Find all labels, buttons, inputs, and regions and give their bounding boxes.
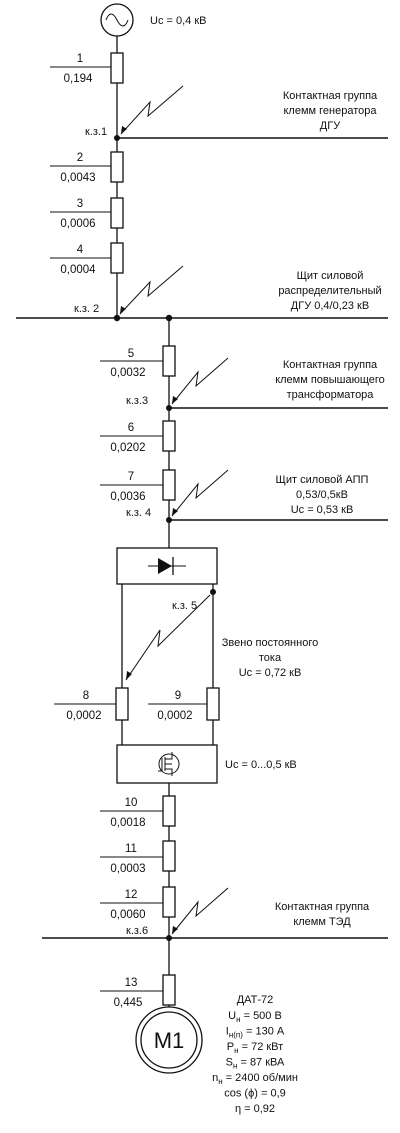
- resistor-1-value: 0,194: [64, 73, 93, 85]
- resistor-2-id: 2: [77, 152, 83, 164]
- resistor-7-id: 7: [128, 471, 134, 483]
- resistor-7: [162, 469, 176, 501]
- resistor-13-value: 0,445: [114, 997, 143, 1009]
- fault-arrow-kz1: [120, 85, 184, 135]
- resistor-2-value: 0,0043: [60, 172, 95, 184]
- fault-label-kz1: к.з.1: [85, 126, 107, 138]
- step-up-terminals-line-3: трансформатора: [287, 389, 375, 401]
- source-voltage-label: Uc = 0,4 кВ: [150, 15, 206, 27]
- resistor-11: [162, 840, 176, 872]
- step-up-terminals-line-2: клемм повышающего: [275, 374, 385, 386]
- fault-label-kz5: к.з. 5: [172, 600, 197, 612]
- panel-dgu-line-1: Щит силовой: [297, 270, 364, 282]
- motor-spec-line: Iн(п) = 130 А: [226, 1026, 285, 1040]
- inverter-block: [116, 744, 218, 784]
- resistor-4-value: 0,0004: [60, 264, 96, 276]
- resistor-4: [110, 242, 124, 274]
- fault-label-kz6: к.з.6: [126, 925, 148, 937]
- fault-label-kz4: к.з. 4: [126, 507, 151, 519]
- fault-arrow-kz5: [125, 594, 211, 681]
- resistor-9-id: 9: [175, 690, 181, 702]
- panel-app-line-1: Щит силовой АПП: [276, 474, 369, 486]
- motor-spec-line: Sн = 87 кВА: [226, 1057, 285, 1071]
- junction-kz3: [166, 405, 172, 411]
- resistor-13: [162, 974, 176, 1006]
- resistor-9: [206, 687, 220, 721]
- resistor-5-value: 0,0032: [110, 367, 145, 379]
- panel-dgu-line-3: ДГУ 0,4/0,23 кВ: [291, 300, 369, 312]
- resistor-10-id: 10: [125, 797, 138, 809]
- fault-label-kz2: к.з. 2: [74, 303, 99, 315]
- step-up-terminals-line-1: Контактная группа: [283, 359, 378, 371]
- junction-kz5: [210, 589, 216, 595]
- motor-specs: Uн = 500 В Iн(п) = 130 АPн = 72 кВт Sн = 8…: [212, 1010, 298, 1115]
- motor-label: M1: [154, 1028, 185, 1053]
- resistor-12: [162, 886, 176, 918]
- resistor-11-id: 11: [125, 843, 137, 855]
- inverter-voltage-label: Uc = 0...0,5 кВ: [225, 759, 297, 771]
- resistor-6: [162, 420, 176, 452]
- resistor-8-value: 0,0002: [66, 710, 101, 722]
- resistor-3: [110, 197, 124, 229]
- panel-dgu-line-2: распределительный: [278, 285, 381, 297]
- resistor-3-id: 3: [77, 198, 83, 210]
- resistor-5-id: 5: [128, 348, 134, 360]
- dc-link-line-2: тока: [259, 652, 282, 664]
- resistor-8: [115, 687, 129, 721]
- resistor-10: [162, 795, 176, 827]
- resistor-8-id: 8: [83, 690, 89, 702]
- resistor-7-value: 0,0036: [110, 491, 145, 503]
- junction-kz6: [166, 935, 172, 941]
- resistor-12-value: 0,0060: [110, 909, 145, 921]
- junction-kz2-right: [165, 314, 173, 322]
- resistor-6-id: 6: [128, 422, 134, 434]
- resistor-13-id: 13: [125, 977, 138, 989]
- rectifier-block: [116, 547, 218, 585]
- dc-link-line-3: Uc = 0,72 кВ: [239, 667, 302, 679]
- transistor-icon: [158, 752, 180, 776]
- fault-label-kz3: к.з.3: [126, 395, 148, 407]
- resistor-4-id: 4: [77, 244, 84, 256]
- resistor-2: [110, 151, 124, 183]
- resistor-11-value: 0,0003: [110, 863, 145, 875]
- resistor-6-value: 0,0202: [110, 442, 145, 454]
- fault-arrow-kz2: [119, 265, 184, 315]
- fault-arrow-kz6: [171, 887, 229, 935]
- gen-terminals-line-2: клемм генератора: [284, 105, 378, 117]
- generator-source: [100, 3, 134, 37]
- junction-kz1: [114, 135, 120, 141]
- diode-icon: [158, 558, 172, 574]
- resistor-3-value: 0,0006: [60, 218, 95, 230]
- gen-terminals-line-3: ДГУ: [320, 120, 341, 132]
- fault-arrow-kz4: [171, 469, 229, 517]
- motor-terminals-line-1: Контактная группа: [275, 901, 370, 913]
- motor-spec-line: cos (ϕ) = 0,9: [224, 1088, 286, 1100]
- motor-spec-line: nн = 2400 об/мин: [212, 1072, 298, 1086]
- motor-spec-line: η = 0,92: [235, 1103, 275, 1115]
- dc-link-line-1: Звено постоянного: [222, 637, 318, 649]
- gen-terminals-line-1: Контактная группа: [283, 90, 378, 102]
- motor-spec-line: Pн = 72 кВт: [227, 1041, 283, 1055]
- resistor-1-id: 1: [77, 53, 83, 65]
- motor-model: ДАТ-72: [237, 994, 274, 1006]
- motor-terminals-line-2: клемм ТЭД: [293, 916, 351, 928]
- resistor-5: [162, 345, 176, 377]
- resistor-12-id: 12: [125, 889, 138, 901]
- resistor-1: [110, 52, 124, 84]
- panel-app-line-2: 0,53/0,5кВ: [296, 489, 348, 501]
- junction-kz2-left: [113, 314, 121, 322]
- panel-app-line-3: Uc = 0,53 кВ: [291, 504, 354, 516]
- junction-kz4: [166, 517, 172, 523]
- fault-arrow-kz3: [171, 357, 229, 405]
- resistor-9-value: 0,0002: [157, 710, 192, 722]
- motor-symbol: M1: [135, 1006, 203, 1074]
- motor-spec-line: Uн = 500 В: [228, 1010, 282, 1024]
- resistor-10-value: 0,0018: [110, 817, 145, 829]
